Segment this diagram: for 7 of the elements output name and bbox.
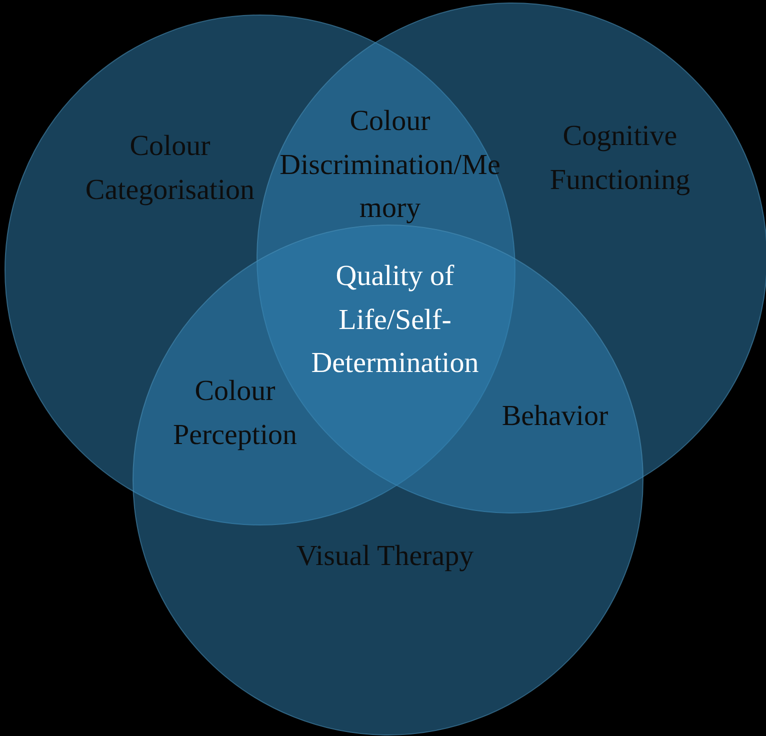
overlap-label: Colour Perception: [172, 374, 298, 452]
circle-label: Visual Therapy: [295, 539, 475, 574]
overlap-label: Colour Discrimination/Memory: [278, 104, 502, 226]
overlap-label: Behavior: [500, 399, 610, 434]
overlap-label: Quality of Life/Self-Determination: [310, 259, 480, 381]
circle-label: Cognitive Functioning: [548, 119, 692, 198]
circle-label: Colour Categorisation: [84, 129, 256, 208]
